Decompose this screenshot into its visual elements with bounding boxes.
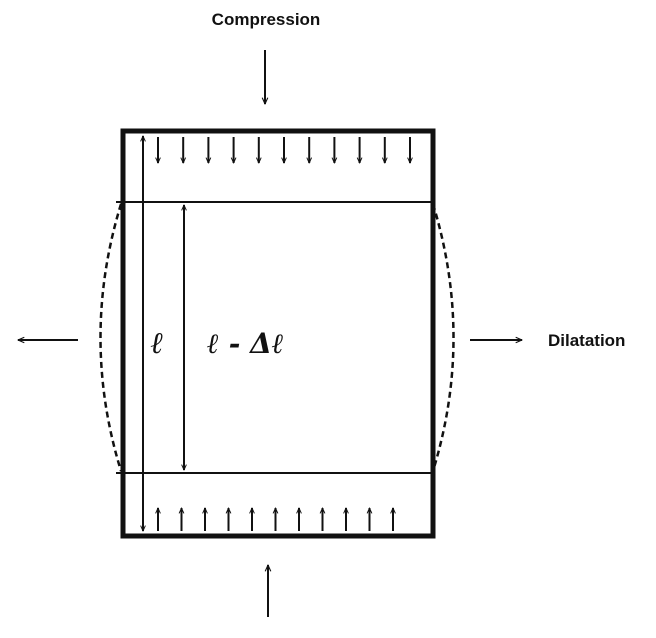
- top-pressure-arrows: [158, 137, 410, 163]
- bulge-left: [99, 203, 123, 472]
- bulge-right: [431, 203, 455, 472]
- specimen-outline: [120, 128, 436, 539]
- compressed-length-symbol: ℓ - Δℓ: [206, 327, 284, 360]
- dilatation-label: Dilatation: [548, 331, 625, 350]
- bottom-pressure-arrows: [158, 508, 393, 531]
- length-symbol: ℓ: [151, 326, 164, 361]
- compression-label: Compression: [212, 10, 321, 29]
